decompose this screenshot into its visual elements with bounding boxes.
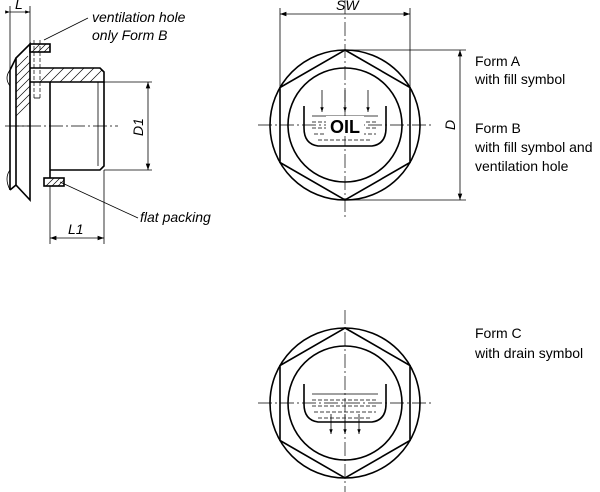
hex-head-front <box>15 42 31 203</box>
front-c-inner-circle <box>287 345 403 461</box>
flat-packing-callout: flat packing <box>140 209 211 225</box>
hex-edge-bottom <box>9 184 17 191</box>
ventilation-leader <box>43 17 89 41</box>
dim-l1-label: L1 <box>68 221 84 237</box>
front-view-form-ab: OIL SW D <box>258 0 466 218</box>
form-b-desc-2: ventilation hole <box>475 158 569 174</box>
form-a-desc: with fill symbol <box>474 71 565 87</box>
thread-hatching <box>39 67 103 83</box>
head-hatching <box>15 55 31 117</box>
front-c-hexagon <box>279 327 411 479</box>
form-a-title: Form A <box>475 53 521 69</box>
front-ab-inner-circle <box>287 67 403 183</box>
hex-edge-top <box>9 57 17 71</box>
ventilation-callout-2: only Form B <box>92 27 167 43</box>
side-section-view: L D1 L1 ventilation hole only Form B fla… <box>5 0 211 244</box>
thread-body-bottom <box>50 126 105 171</box>
thread-body-top <box>30 67 105 83</box>
dim-l-label: L <box>15 0 23 12</box>
form-b-desc-1: with fill symbol and <box>474 139 593 155</box>
dim-sw-label: SW <box>336 0 360 13</box>
oil-text: OIL <box>330 117 360 137</box>
dim-d-label: D <box>442 120 458 130</box>
oil-tank-symbol <box>303 106 387 147</box>
oil-text-backdrop <box>326 116 364 136</box>
hex-chamfer-lower <box>6 169 11 191</box>
form-c-desc: with drain symbol <box>474 345 583 361</box>
dim-d1-label: D1 <box>130 118 146 136</box>
ventilation-callout-1: ventilation hole <box>92 9 186 25</box>
packing-crosshatch <box>31 43 65 187</box>
form-b-title: Form B <box>475 120 521 136</box>
hex-chamfer-upper <box>6 69 11 87</box>
flat-packing-leader <box>59 181 139 219</box>
front-view-form-c <box>258 310 432 492</box>
form-c-title: Form C <box>475 325 522 341</box>
